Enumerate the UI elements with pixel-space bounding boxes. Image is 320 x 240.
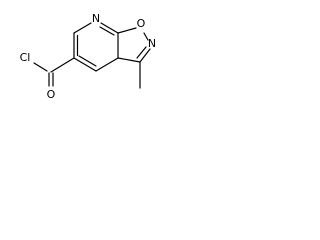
- atom-label-ring-oxygen: O: [137, 17, 146, 30]
- bond-o-n: [143, 32, 149, 41]
- bond-cl-c: [33, 62, 48, 72]
- bond-n-c3-inner: [136, 46, 147, 59]
- molecule-structure: Cl O N O N: [20, 12, 156, 101]
- structure-canvas: Cl O N O N: [0, 0, 175, 113]
- bond-c3a-c4: [95, 57, 119, 72]
- atom-label-carbonyl-oxygen: O: [47, 88, 56, 101]
- bond-c7a-o: [117, 27, 137, 34]
- bond-c6-n: [73, 22, 92, 34]
- bond-c4-c5-inner: [78, 55, 97, 67]
- bond-n-c3: [139, 48, 151, 63]
- atom-label-chlorine: Cl: [20, 51, 31, 64]
- bond-n-c7a-inner: [99, 26, 115, 36]
- bond-c4-c5: [73, 57, 97, 72]
- bond-c3-c3a: [117, 57, 141, 63]
- bond-c-ring: [50, 57, 75, 73]
- atom-label-isoxazole-nitrogen: N: [148, 37, 156, 50]
- atom-label-pyridine-nitrogen: N: [92, 12, 100, 25]
- bond-n-c7a: [100, 22, 119, 34]
